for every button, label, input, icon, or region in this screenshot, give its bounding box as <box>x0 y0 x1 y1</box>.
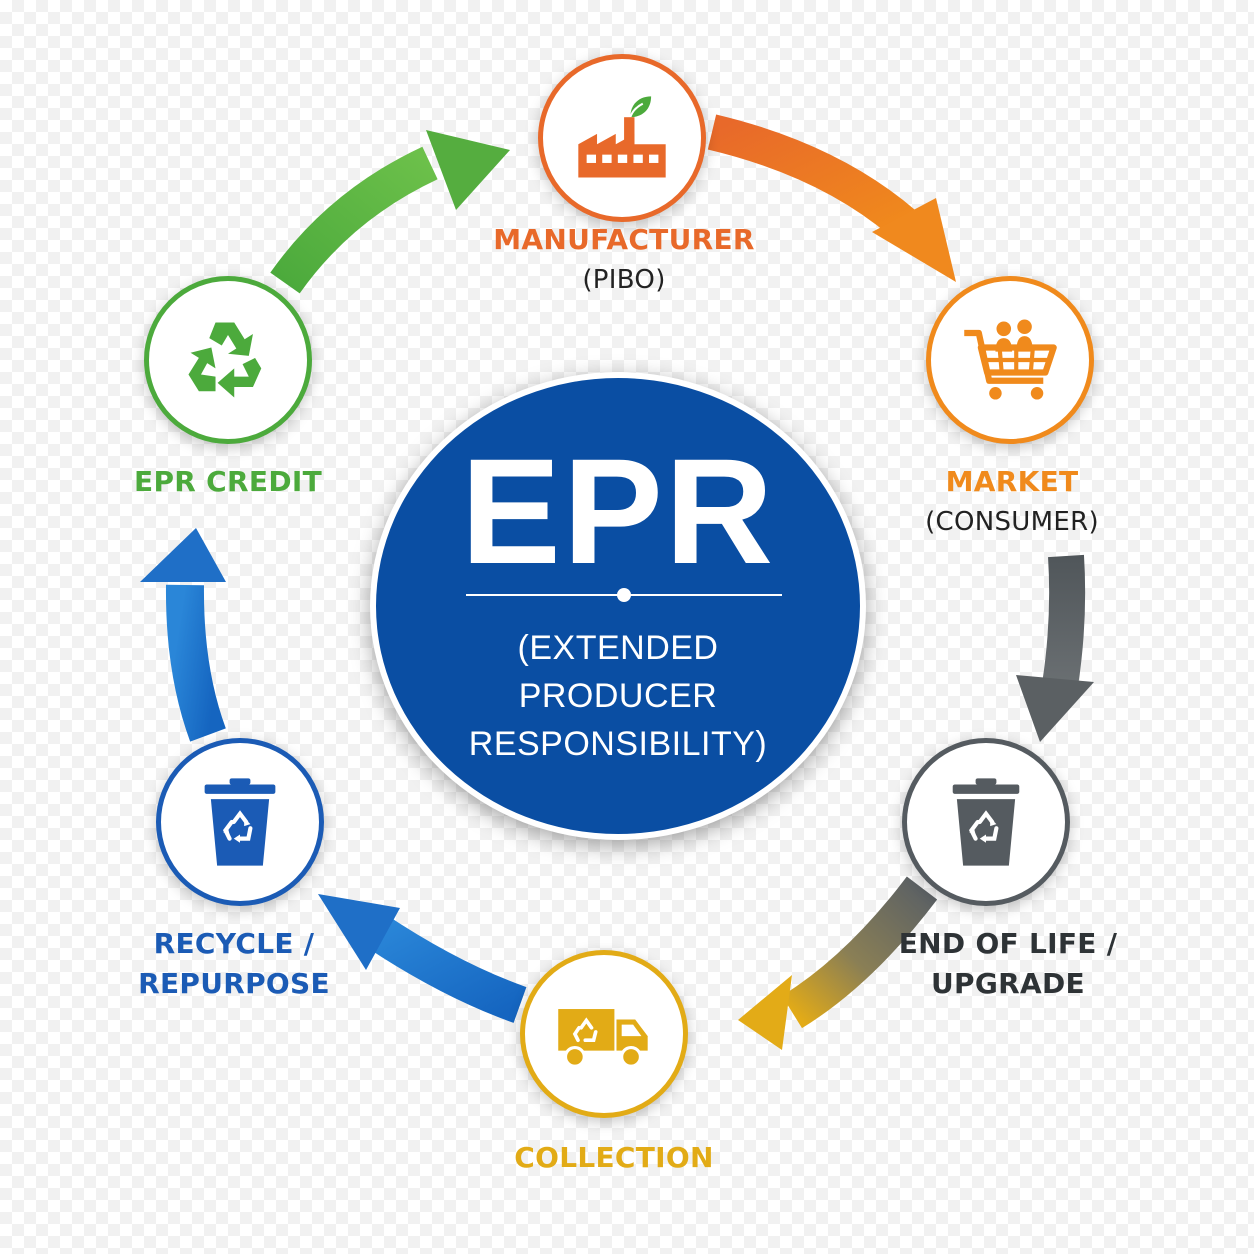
epr-center-circle: EPR (EXTENDED PRODUCER RESPONSIBILITY) <box>370 372 866 840</box>
arrow-collection-to-recycle <box>364 914 527 1023</box>
arrow-head-yellow <box>738 975 792 1050</box>
label-end-of-life: END OF LIFE / UPGRADE <box>899 924 1118 1004</box>
arrow-head-gray <box>1016 675 1094 742</box>
divider-dot <box>617 588 631 602</box>
epr-title: EPR <box>460 427 776 595</box>
label-recycle: RECYCLE / REPURPOSE <box>138 924 330 1004</box>
market-title: MARKET <box>945 465 1079 498</box>
end-of-life-subtitle: UPGRADE <box>931 967 1085 1000</box>
manufacturer-subtitle: (PIBO) <box>582 265 666 295</box>
arrow-head-blue-up <box>140 528 226 582</box>
arrow-credit-to-manufacturer <box>270 146 438 294</box>
manufacturer-title: MANUFACTURER <box>493 223 755 256</box>
label-market: MARKET (CONSUMER) <box>925 462 1099 542</box>
arrow-head-green <box>426 130 510 210</box>
recycle-subtitle: REPURPOSE <box>138 967 330 1000</box>
shopping-cart-icon <box>964 319 1057 400</box>
arrow-head-orange <box>872 198 956 282</box>
arrow-head-blue-left <box>318 894 400 970</box>
market-subtitle: (CONSUMER) <box>925 507 1099 537</box>
label-manufacturer: MANUFACTURER (PIBO) <box>493 220 755 300</box>
collection-title: COLLECTION <box>514 1141 714 1174</box>
node-recycle <box>156 738 324 906</box>
node-market <box>926 276 1094 444</box>
truck-icon <box>558 1009 648 1068</box>
label-epr-credit: EPR CREDIT <box>134 462 322 502</box>
trash-bin-icon <box>952 778 1020 866</box>
arrow-endoflife-to-collection <box>781 876 938 1029</box>
end-of-life-title: END OF LIFE / <box>898 927 1118 960</box>
node-manufacturer <box>538 54 706 222</box>
factory-icon <box>578 96 666 178</box>
epr-credit-title: EPR CREDIT <box>134 465 322 498</box>
label-collection: COLLECTION <box>514 1138 713 1178</box>
arrow-market-to-endoflife <box>1042 554 1086 688</box>
arrow-manufacturer-to-market <box>707 114 917 239</box>
node-end-of-life <box>902 738 1070 906</box>
epr-subtitle: (EXTENDED PRODUCER RESPONSIBILITY) <box>468 629 768 763</box>
recycle-title: RECYCLE / <box>153 927 315 960</box>
node-epr-credit <box>144 276 312 444</box>
node-collection <box>520 950 688 1118</box>
recycle-bin-icon <box>204 778 276 866</box>
recycle-icon <box>188 322 262 398</box>
arrow-recycle-to-credit <box>165 584 226 742</box>
